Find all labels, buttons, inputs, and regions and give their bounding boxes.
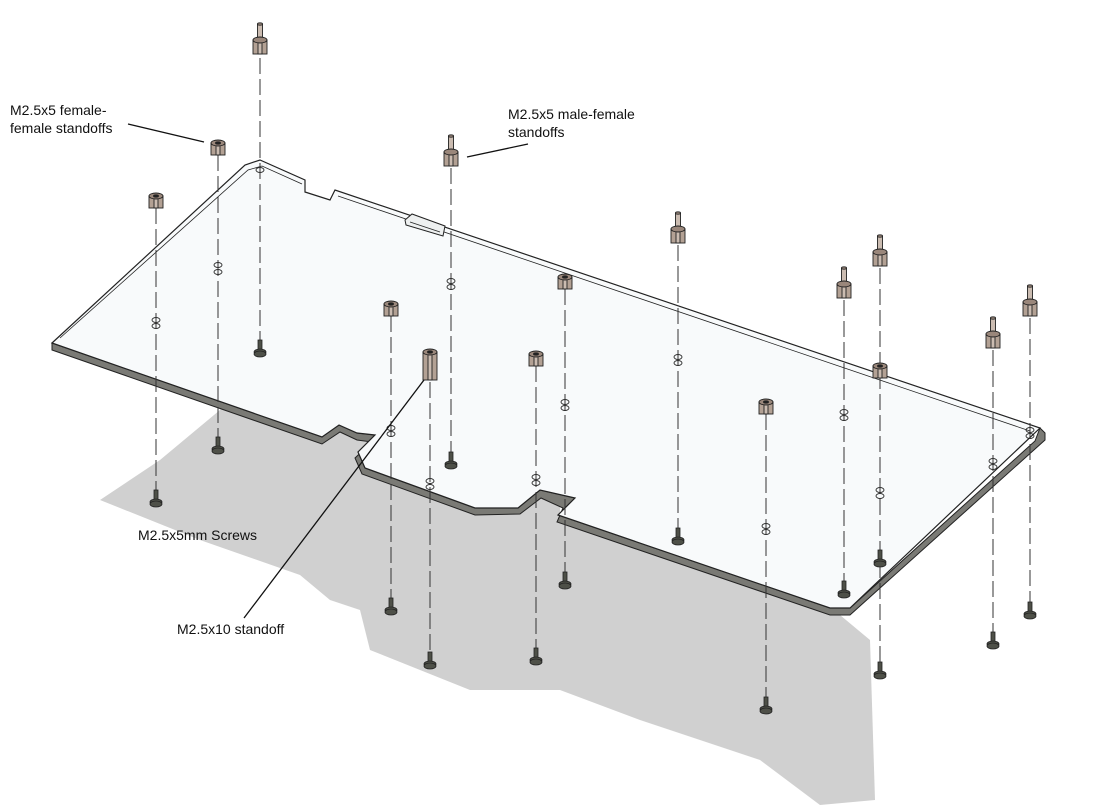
- leader-mf: [466, 143, 529, 158]
- plate-top-rim: [337, 195, 1031, 432]
- mf-standoff: [670, 211, 686, 244]
- screw: [211, 436, 225, 455]
- screws: [149, 339, 1037, 715]
- mf-standoff: [872, 234, 888, 267]
- m10-standoff: [422, 348, 438, 381]
- ff-standoff: [872, 362, 888, 379]
- label-m10-standoff: M2.5x10 standoff: [177, 621, 285, 637]
- screw: [1023, 601, 1037, 620]
- ff-standoff: [758, 398, 774, 415]
- screw: [873, 661, 887, 680]
- screw: [423, 651, 437, 670]
- ff-standoff: [148, 192, 164, 209]
- floor-shadow: [100, 345, 875, 805]
- screw: [986, 631, 1000, 650]
- assembly-axes: [155, 58, 1031, 700]
- ff-standoff: [528, 350, 544, 367]
- screw: [759, 696, 773, 715]
- plate-top-face: [50, 159, 1042, 609]
- screw: [384, 597, 398, 616]
- ff-standoff: [557, 273, 573, 290]
- screw: [253, 339, 267, 358]
- screw: [558, 571, 572, 590]
- screw: [671, 527, 685, 546]
- mf-standoff: [836, 266, 852, 299]
- leader-lines: [127, 123, 529, 619]
- female-standoffs: [148, 139, 888, 415]
- plate-inner-edge: [59, 165, 303, 339]
- mf-standoff: [1022, 284, 1038, 317]
- male-female-standoffs: [252, 22, 1038, 349]
- leader-m10: [243, 379, 425, 619]
- ff-standoff: [210, 139, 226, 156]
- mf-standoff: [443, 134, 459, 167]
- screw: [149, 489, 163, 508]
- plate-slot: [404, 213, 446, 237]
- label-male-female-standoffs: M2.5x5 male-female standoffs: [508, 106, 635, 140]
- screw: [529, 647, 543, 666]
- label-female-female-standoffs: M2.5x5 female- female standoffs: [10, 102, 113, 136]
- label-screws: M2.5x5mm Screws: [138, 527, 258, 543]
- screw: [837, 580, 851, 599]
- mf-standoff: [252, 22, 268, 55]
- screw: [873, 549, 887, 568]
- leader-ff: [127, 123, 205, 143]
- screw: [444, 451, 458, 470]
- ff-standoff: [383, 300, 399, 317]
- mf-standoff: [985, 316, 1001, 349]
